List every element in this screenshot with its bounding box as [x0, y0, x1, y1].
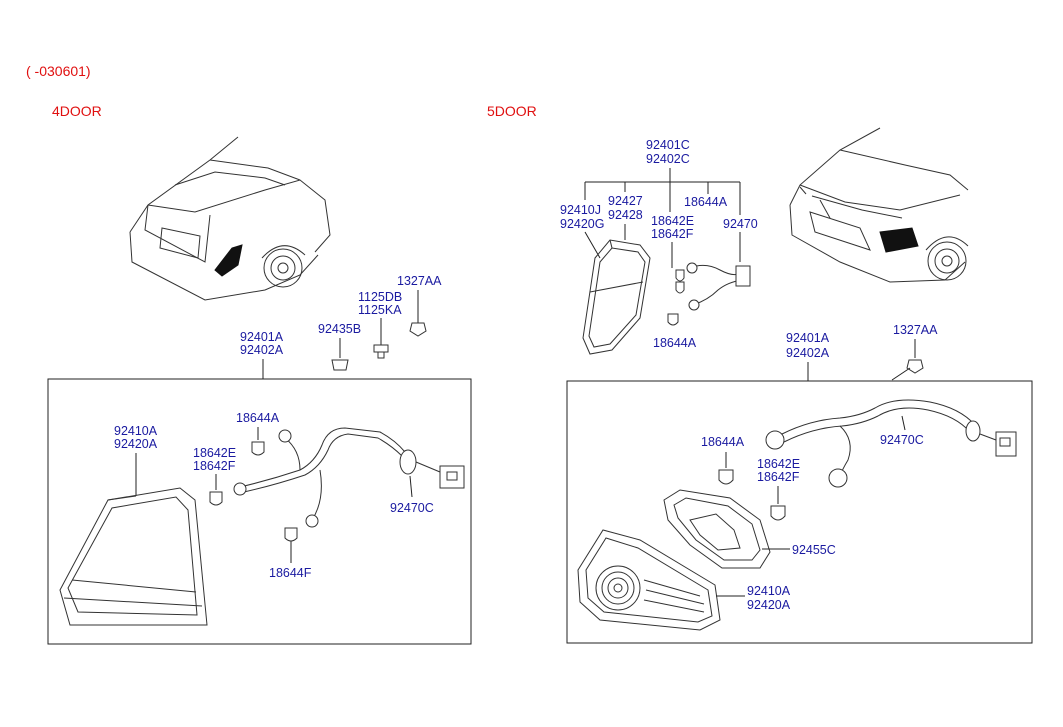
grommet-icon-left	[331, 359, 349, 371]
label-box-bulb-b-a-right: 18642E	[757, 457, 800, 471]
label-grommet-left: 92435B	[318, 322, 361, 336]
five-door-title: 5DOOR	[487, 103, 537, 119]
label-holder-b-right: 92428	[608, 208, 643, 222]
label-holder-a-right: 92427	[608, 194, 643, 208]
label-box-bulb-b-b-right: 18642F	[757, 470, 800, 484]
label-box-lens-b-right: 92420A	[747, 598, 791, 612]
label-assembly-a-right: 92401A	[786, 331, 830, 345]
label-lamp-b-right: 92420G	[560, 217, 604, 231]
nut-icon-right	[906, 359, 924, 374]
date-code-label: ( -030601)	[26, 63, 91, 79]
wiring-harness-left	[233, 427, 465, 528]
label-bulb-mid-a-left: 18642E	[193, 446, 236, 460]
label-lens-b-left: 92420A	[114, 437, 158, 451]
label-assembly-a-left: 92401A	[240, 330, 284, 344]
label-lens-a-left: 92410A	[114, 424, 158, 438]
gasket-right	[663, 489, 771, 569]
label-nut-left: 1327AA	[397, 274, 442, 288]
label-assembly-b-left: 92402A	[240, 343, 284, 357]
label-bolt-a-left: 1125DB	[358, 290, 402, 304]
label-lamp-a-right: 92410J	[560, 203, 601, 217]
label-nut-right: 1327AA	[893, 323, 938, 337]
bulb-icon-bottom-left	[284, 527, 298, 542]
label-bulb-mid-b-right: 18642F	[651, 227, 694, 241]
label-bulb-small-right: 18644A	[653, 336, 697, 350]
label-harness-top-right: 92470	[723, 217, 758, 231]
label-assembly-b-right: 92402A	[786, 346, 830, 360]
four-door-title: 4DOOR	[52, 103, 102, 119]
lamp-assembly-right	[582, 239, 651, 355]
label-harness-left: 92470C	[390, 501, 434, 515]
label-bulb-top-right: 18644A	[684, 195, 728, 209]
left-assembly-frame	[47, 378, 472, 645]
nut-icon-left	[409, 322, 427, 337]
label-top-b-right: 92402C	[646, 152, 690, 166]
bulb-icon-mid-left	[209, 491, 223, 506]
bolt-icon-left	[373, 344, 389, 359]
right-assembly-frame	[566, 380, 1033, 644]
lens-right	[577, 529, 721, 631]
label-bulb-top-left: 18644A	[236, 411, 280, 425]
hatchback-rear-illustration	[789, 127, 969, 283]
label-box-lens-a-right: 92410A	[747, 584, 791, 598]
lamp-lens-left	[59, 487, 208, 626]
label-gasket-right: 92455C	[792, 543, 836, 557]
label-bulb-bottom-left: 18644F	[269, 566, 312, 580]
label-bulb-mid-b-left: 18642F	[193, 459, 236, 473]
bulb-icon-small-right	[667, 313, 679, 326]
label-top-a-right: 92401C	[646, 138, 690, 152]
harness-top-right	[675, 262, 751, 311]
label-harness-right: 92470C	[880, 433, 924, 447]
label-bulb-mid-a-right: 18642E	[651, 214, 694, 228]
bulb-icon-box-a-right	[718, 469, 734, 485]
label-box-bulb-a-right: 18644A	[701, 435, 745, 449]
bulb-icon-top-left	[251, 441, 265, 456]
sedan-rear-illustration	[129, 136, 331, 301]
wiring-harness-right	[765, 399, 1017, 488]
label-bolt-b-left: 1125KA	[358, 303, 402, 317]
bulb-icon-box-b-right	[770, 505, 786, 521]
